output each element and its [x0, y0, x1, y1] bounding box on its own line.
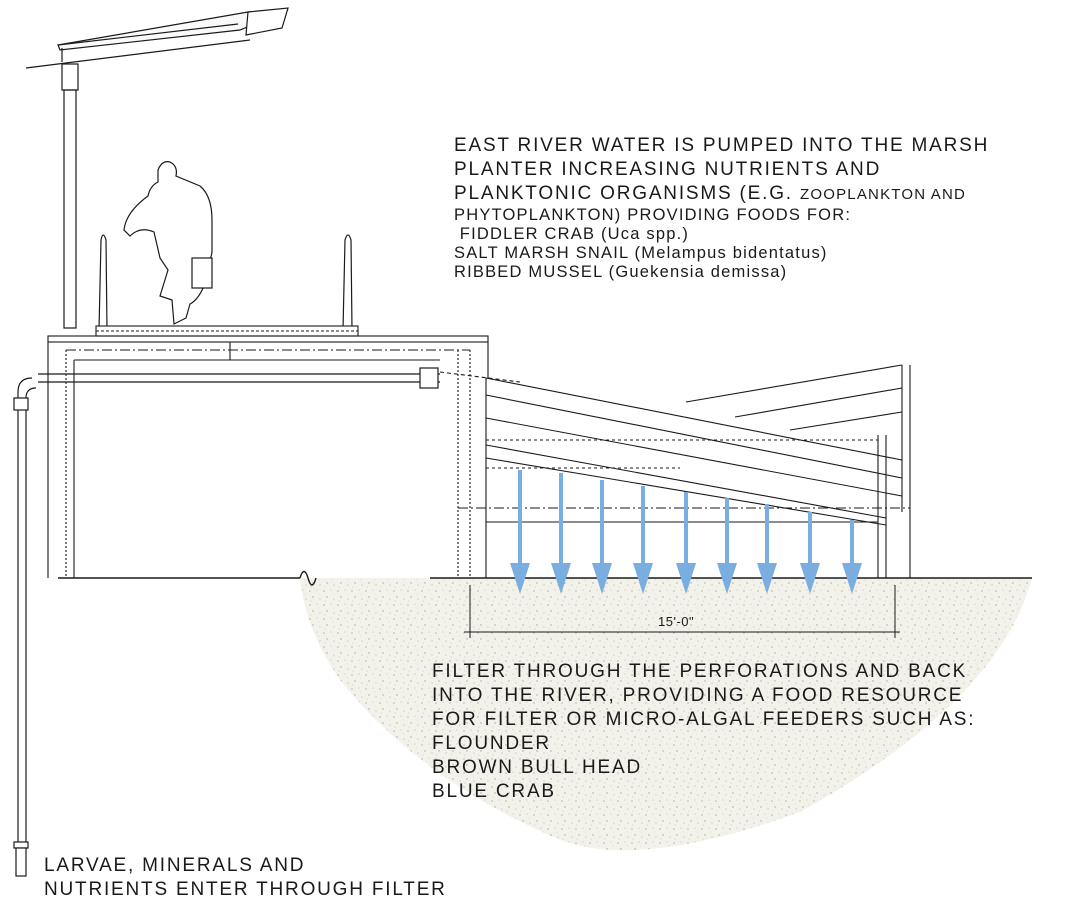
filter-note-line-1: FILTER THROUGH THE PERFORATIONS AND BACK — [432, 661, 968, 682]
intake-note-line-1: LARVAE, MINERALS AND — [44, 855, 306, 876]
top-note-line-3: PLANKTONIC ORGANISMS (E.G. ZOOPLANKTON A… — [454, 182, 966, 206]
top-note-line-2: PLANTER INCREASING NUTRIENTS AND — [454, 159, 882, 180]
top-note-line-1: EAST RIVER WATER IS PUMPED INTO THE MARS… — [454, 135, 990, 156]
flow-arrow — [676, 492, 696, 594]
flow-arrow — [633, 486, 653, 594]
top-note-sub-3: SALT MARSH SNAIL (Melampus bidentatus) — [454, 244, 828, 262]
top-note-line-3-small: ZOOPLANKTON AND — [799, 186, 967, 203]
person-silhouette — [123, 161, 213, 325]
flow-arrow — [800, 512, 820, 594]
top-note-line-3-main: PLANKTONIC ORGANISMS (E.G. — [454, 183, 793, 204]
dimension-label: 15'-0" — [658, 614, 695, 629]
intake-note-line-2: NUTRIENTS ENTER THROUGH FILTER — [44, 879, 447, 900]
flow-arrow — [717, 498, 737, 594]
filter-note-line-5: BROWN BULL HEAD — [432, 757, 642, 778]
marsh-planter — [439, 350, 911, 578]
shade-canopy — [25, 7, 289, 329]
filter-note-line-3: FOR FILTER OR MICRO-ALGAL FEEDERS SUCH A… — [432, 709, 976, 730]
flow-arrow — [842, 520, 862, 594]
flow-arrow — [510, 470, 530, 594]
flow-arrow — [757, 504, 777, 594]
top-note-sub-1: PHYTOPLANKTON) PROVIDING FOODS FOR: — [454, 206, 852, 224]
flow-arrows — [510, 470, 862, 594]
railings — [98, 234, 353, 331]
filter-note-line-2: INTO THE RIVER, PROVIDING A FOOD RESOURC… — [432, 685, 964, 706]
top-note-sub-2: FIDDLER CRAB (Uca spp.) — [454, 225, 690, 243]
deck — [47, 325, 489, 578]
flow-arrow — [551, 473, 571, 594]
filter-note-line-4: FLOUNDER — [432, 733, 551, 754]
sediment-bed — [300, 578, 1032, 851]
dimension-line — [464, 585, 900, 638]
filter-note-line-6: BLUE CRAB — [432, 781, 556, 802]
top-note-sub-4: RIBBED MUSSEL (Guekensia demissa) — [454, 263, 788, 281]
flow-arrow — [592, 480, 612, 594]
intake-pipe — [13, 367, 440, 877]
